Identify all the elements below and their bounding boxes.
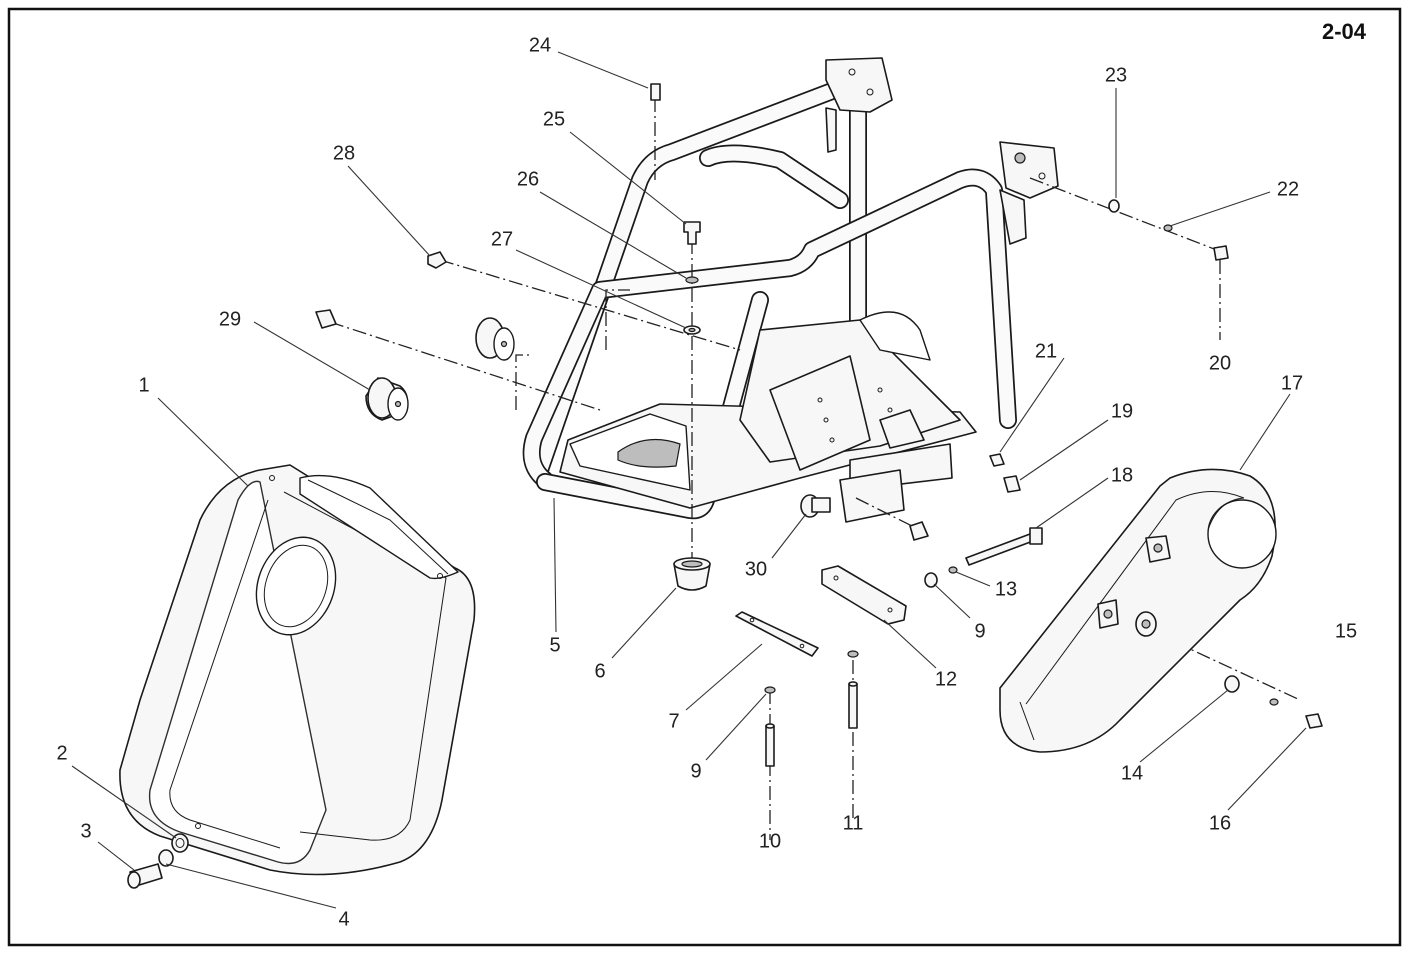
callout-3: 3 xyxy=(80,820,91,842)
callout-28: 28 xyxy=(333,142,355,164)
callout-9-right: 9 xyxy=(974,620,985,642)
callout-25: 25 xyxy=(543,108,565,130)
part-29-rubber-mount xyxy=(365,377,409,421)
leader-lines xyxy=(71,51,1307,909)
part-22-washer xyxy=(1163,224,1173,232)
part-26-washer xyxy=(685,276,699,284)
callout-19: 19 xyxy=(1111,400,1133,422)
part-17-belt-guard xyxy=(999,468,1277,753)
callout-18: 18 xyxy=(1111,464,1133,486)
frame-base-plate xyxy=(559,311,977,523)
callout-30: 30 xyxy=(745,558,767,580)
part-19-bolt xyxy=(1003,475,1021,493)
part-14-washer xyxy=(1224,675,1240,693)
part-24-bolt xyxy=(650,83,661,101)
callout-14: 14 xyxy=(1121,762,1143,784)
rubber-mount-upper xyxy=(475,317,515,361)
part-10-pin xyxy=(765,723,775,767)
part-11-pin xyxy=(848,681,858,729)
callout-6: 6 xyxy=(594,660,605,682)
callout-2: 2 xyxy=(56,742,67,764)
part-5-tube-frame xyxy=(522,57,1059,520)
part-4-washer xyxy=(158,849,174,867)
callout-1: 1 xyxy=(138,374,149,396)
washer-upper-pin xyxy=(847,650,859,658)
callout-20: 20 xyxy=(1209,352,1231,374)
callout-15: 15 xyxy=(1335,620,1357,642)
part-1-front-cover xyxy=(119,464,476,876)
part-21-nut xyxy=(989,453,1005,467)
callout-5: 5 xyxy=(549,634,560,656)
part-27-washer xyxy=(683,325,701,335)
callout-10: 10 xyxy=(759,830,781,852)
callout-17: 17 xyxy=(1281,372,1303,394)
callout-11: 11 xyxy=(843,812,864,834)
callout-13: 13 xyxy=(995,578,1017,600)
callout-4: 4 xyxy=(338,908,349,930)
callout-27: 27 xyxy=(491,228,513,250)
part-28-nut xyxy=(427,251,447,269)
bolt-lower-bracket xyxy=(909,521,929,541)
page-border xyxy=(7,7,1402,947)
part-9-washer-left xyxy=(764,686,776,694)
part-29-mount-front xyxy=(315,309,337,329)
part-12-bracket-bar xyxy=(821,565,907,625)
part-9-washer-right xyxy=(924,572,938,588)
callout-16: 16 xyxy=(1209,812,1231,834)
callout-29: 29 xyxy=(219,308,241,330)
callout-23: 23 xyxy=(1105,64,1127,86)
callout-7: 7 xyxy=(668,710,679,732)
part-2-washer xyxy=(171,833,189,853)
callout-26: 26 xyxy=(517,168,539,190)
callout-12: 12 xyxy=(935,668,957,690)
part-13-lock-washer xyxy=(948,566,958,574)
part-16-bolt xyxy=(1305,713,1323,729)
callout-21: 21 xyxy=(1035,340,1057,362)
part-18-long-bolt xyxy=(965,527,1043,566)
callout-22: 22 xyxy=(1277,178,1299,200)
part-7-flat-plate xyxy=(735,611,819,657)
part-15-lock-washer xyxy=(1269,698,1279,706)
part-25-bolt xyxy=(683,221,701,245)
part-6-rubber-foot xyxy=(673,557,711,591)
part-23-washer xyxy=(1108,199,1120,213)
callout-labels: 1 2 3 4 5 6 7 9 10 11 12 13 9 14 15 16 1… xyxy=(56,34,1357,930)
part-20-bolt xyxy=(1213,245,1229,261)
callout-9-left: 9 xyxy=(690,760,701,782)
part-3-bolt xyxy=(127,863,163,889)
part-30-knob xyxy=(800,494,831,518)
page-id: 2-04 xyxy=(1322,19,1367,44)
callout-24: 24 xyxy=(529,34,551,56)
